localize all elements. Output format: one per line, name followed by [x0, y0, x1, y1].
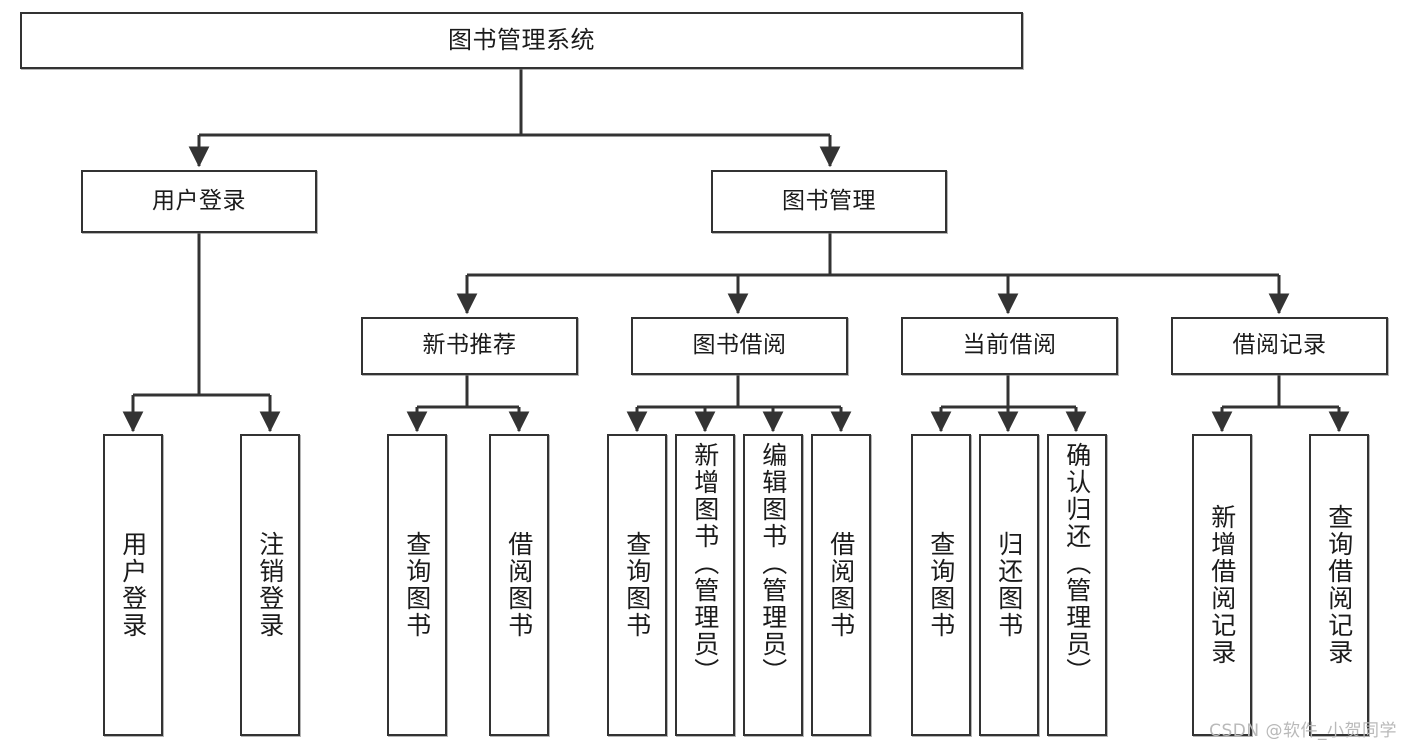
node-book-management-label: 图书管理: [782, 187, 876, 214]
node-book-borrow-label: 图书借阅: [692, 332, 787, 359]
node-current-borrow-label: 当前借阅: [962, 332, 1057, 359]
node-new-book-recommend[interactable]: 新书推荐: [361, 317, 578, 375]
node-leaf-logout-login[interactable]: 注销登录: [240, 434, 300, 736]
node-leaf-query-book-2[interactable]: 查询图书: [607, 434, 667, 736]
node-leaf-return-book[interactable]: 归还图书: [979, 434, 1039, 736]
node-user-login-label: 用户登录: [152, 187, 246, 214]
node-root-label: 图书管理系统: [448, 26, 595, 55]
node-leaf-user-login[interactable]: 用户登录: [103, 434, 163, 736]
node-root[interactable]: 图书管理系统: [20, 12, 1023, 69]
node-leaf-add-borrow-record[interactable]: 新增借阅记录: [1192, 434, 1252, 736]
node-new-book-recommend-label: 新书推荐: [422, 332, 517, 359]
watermark-text: CSDN @软件_小贺同学: [1209, 721, 1397, 741]
node-leaf-edit-book-admin[interactable]: 编辑图书（管理员）: [743, 434, 803, 736]
node-borrow-record[interactable]: 借阅记录: [1171, 317, 1388, 375]
node-leaf-add-book-admin-label: 新增图书（管理员）: [690, 442, 720, 685]
node-leaf-borrow-book-2-label: 借阅图书: [826, 531, 856, 639]
node-book-management[interactable]: 图书管理: [711, 170, 947, 233]
node-leaf-confirm-return-admin-label: 确认归还（管理员）: [1062, 442, 1092, 685]
node-leaf-add-borrow-record-label: 新增借阅记录: [1207, 504, 1237, 666]
node-leaf-logout-login-label: 注销登录: [255, 531, 285, 639]
node-leaf-user-login-label: 用户登录: [118, 531, 148, 639]
node-leaf-borrow-book-1[interactable]: 借阅图书: [489, 434, 549, 736]
node-book-borrow[interactable]: 图书借阅: [631, 317, 848, 375]
node-leaf-add-book-admin[interactable]: 新增图书（管理员）: [675, 434, 735, 736]
node-leaf-query-book-3-label: 查询图书: [926, 531, 956, 639]
node-leaf-query-borrow-record[interactable]: 查询借阅记录: [1309, 434, 1369, 736]
node-leaf-confirm-return-admin[interactable]: 确认归还（管理员）: [1047, 434, 1107, 736]
node-leaf-edit-book-admin-label: 编辑图书（管理员）: [758, 442, 788, 685]
node-leaf-query-book-2-label: 查询图书: [622, 531, 652, 639]
node-leaf-query-book-3[interactable]: 查询图书: [911, 434, 971, 736]
node-leaf-borrow-book-2[interactable]: 借阅图书: [811, 434, 871, 736]
node-leaf-borrow-book-1-label: 借阅图书: [504, 531, 534, 639]
node-leaf-query-book-1-label: 查询图书: [402, 531, 432, 639]
node-borrow-record-label: 借阅记录: [1232, 332, 1327, 359]
node-leaf-return-book-label: 归还图书: [994, 531, 1024, 639]
node-leaf-query-book-1[interactable]: 查询图书: [387, 434, 447, 736]
node-user-login[interactable]: 用户登录: [81, 170, 317, 233]
node-leaf-query-borrow-record-label: 查询借阅记录: [1324, 504, 1354, 666]
node-current-borrow[interactable]: 当前借阅: [901, 317, 1118, 375]
